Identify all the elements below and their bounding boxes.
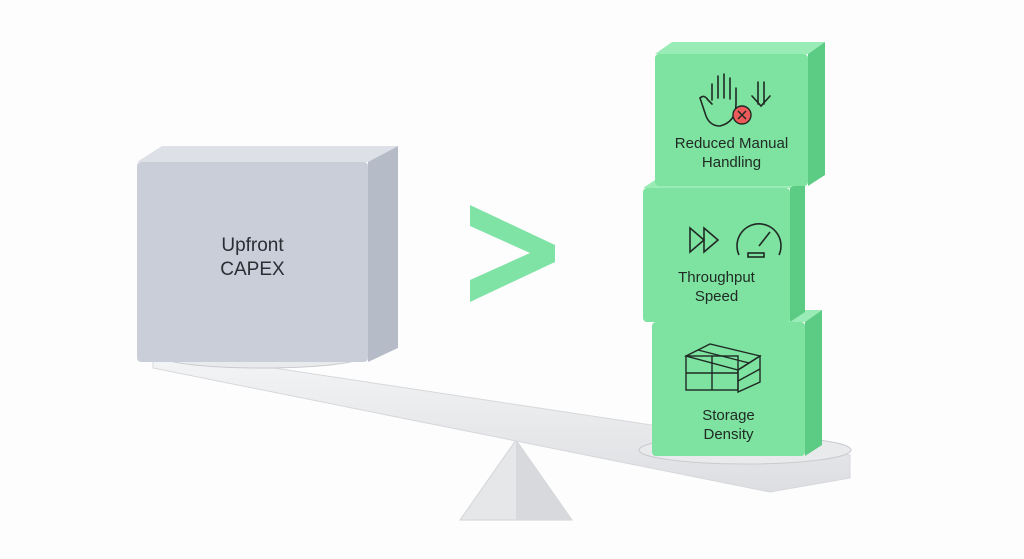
- hand-stop-icon: [699, 73, 737, 127]
- fast-forward-icon: [689, 226, 720, 254]
- capex-block: [137, 146, 398, 362]
- capex-label-line1: Upfront: [221, 235, 284, 256]
- capex-label: Upfront CAPEX: [150, 234, 355, 282]
- fulcrum-shade: [516, 440, 572, 520]
- label-line2: Density: [703, 426, 754, 443]
- label-line2: Handling: [701, 154, 762, 171]
- label-line1: Reduced Manual: [674, 135, 789, 152]
- speedometer-icon: [736, 223, 782, 258]
- label-line1: Storage: [702, 407, 755, 424]
- reduced-manual-handling-label: Reduced Manual Handling: [655, 134, 808, 172]
- storage-density-label: Storage Density: [652, 406, 805, 444]
- stacked-boxes-icon: [684, 343, 762, 394]
- label-line2: Speed: [694, 288, 739, 305]
- x-circle-icon: [732, 105, 752, 125]
- throughput-speed-label: Throughput Speed: [643, 268, 790, 306]
- greater-than-symbol: [470, 205, 555, 302]
- down-arrows-icon: [751, 81, 771, 108]
- capex-label-line2: CAPEX: [220, 259, 285, 280]
- label-line1: Throughput: [678, 269, 755, 286]
